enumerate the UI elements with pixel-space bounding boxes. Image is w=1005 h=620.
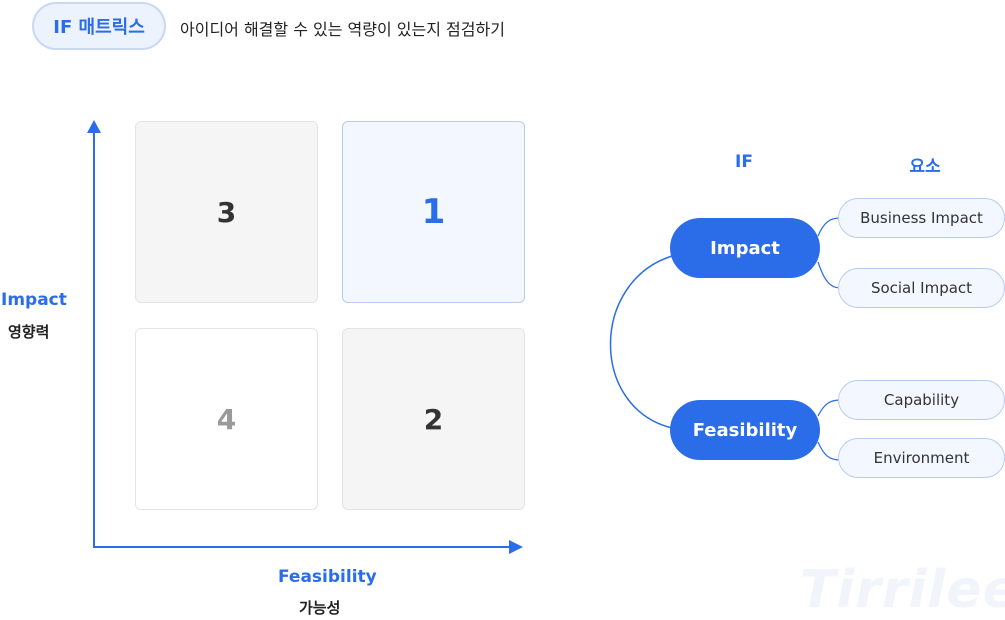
matrix-cell-top-right: 1 <box>342 121 525 303</box>
x-axis-label: Feasibility <box>278 567 377 587</box>
matrix-title-badge: IF 매트릭스 <box>32 2 166 50</box>
feasibility-pill: Feasibility <box>670 400 820 460</box>
impact-feasibility-connector <box>609 255 673 429</box>
x-axis-label-korean: 가능성 <box>299 599 341 617</box>
y-axis-label-korean: 영향력 <box>8 323 50 341</box>
element-social-impact: Social Impact <box>838 268 1005 308</box>
elements-column-header: 요소 <box>909 157 941 177</box>
feasibility-environment-connector <box>817 441 841 461</box>
y-axis-label: Impact <box>1 290 67 310</box>
if-column-header: IF <box>735 152 753 172</box>
element-business-impact: Business Impact <box>838 198 1005 238</box>
x-axis-arrow-icon <box>509 540 523 554</box>
watermark-logo: Tirrilee <box>800 560 1005 620</box>
element-capability: Capability <box>838 380 1005 420</box>
matrix-cell-bottom-left: 4 <box>135 328 318 510</box>
feasibility-capability-connector <box>817 399 841 417</box>
impact-business-connector <box>817 217 841 237</box>
matrix-description: 아이디어 해결할 수 있는 역량이 있는지 점검하기 <box>180 20 505 39</box>
impact-pill: Impact <box>670 218 820 278</box>
y-axis-arrow-icon <box>87 120 101 133</box>
y-axis-line <box>93 130 95 548</box>
x-axis-line <box>93 546 511 548</box>
matrix-cell-bottom-right: 2 <box>342 328 525 510</box>
impact-social-connector <box>817 261 841 289</box>
matrix-cell-top-left: 3 <box>135 121 318 303</box>
element-environment: Environment <box>838 438 1005 478</box>
